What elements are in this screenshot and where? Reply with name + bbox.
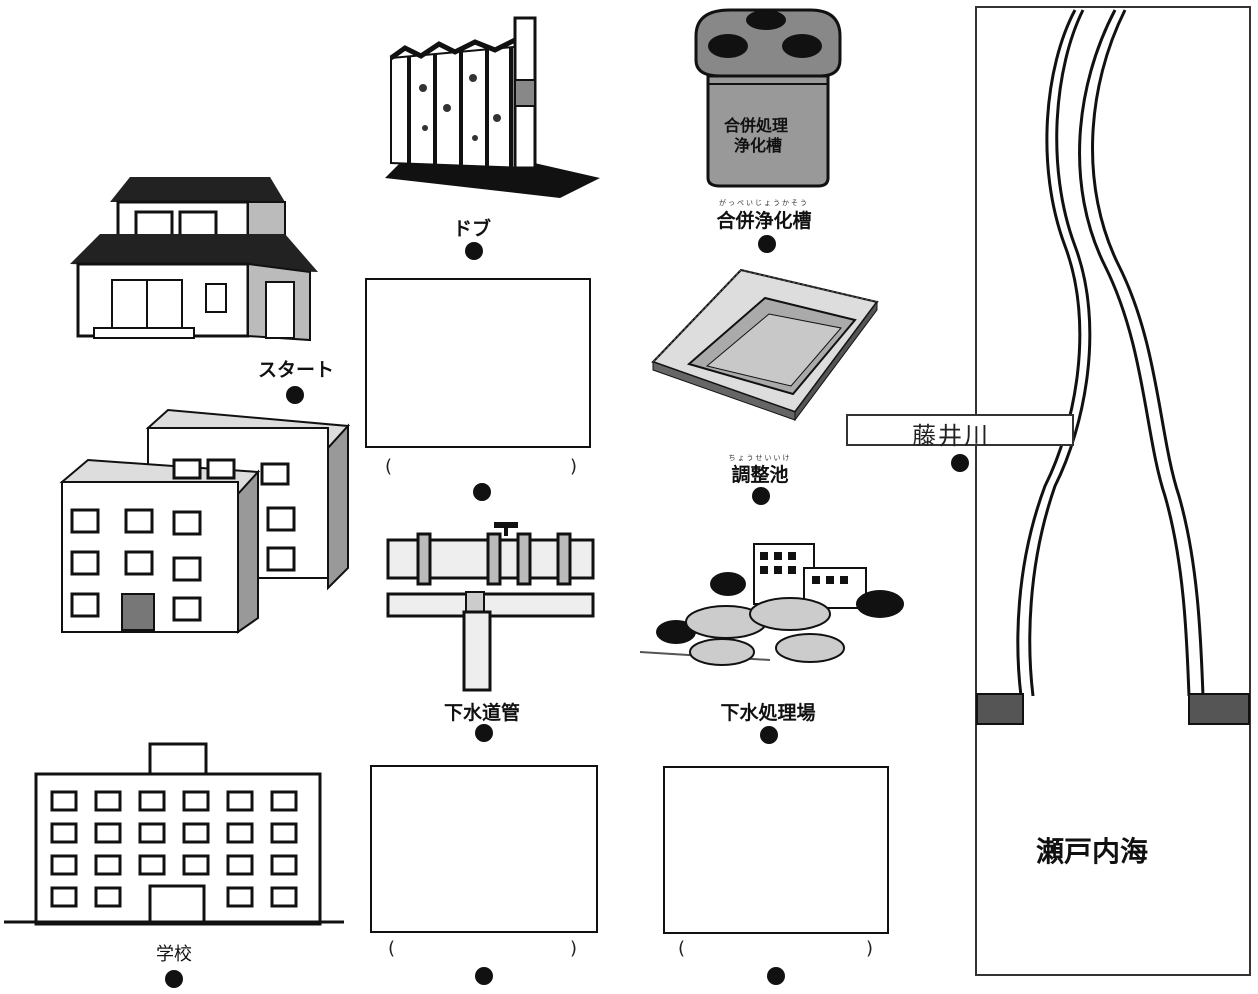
answer-paren-open-1: (: [385, 456, 393, 477]
answer-box-3[interactable]: [663, 766, 889, 934]
river-label-box: [846, 414, 1074, 446]
sea-label: 瀬戸内海: [1036, 835, 1149, 868]
answer-box-1[interactable]: [365, 278, 591, 448]
start-dot[interactable]: [286, 386, 304, 404]
river-icon: [976, 9, 1250, 725]
answer-dot-1[interactable]: [473, 483, 491, 501]
tank-text-2: 浄化槽: [734, 136, 783, 155]
school-label: 学校: [156, 944, 192, 965]
answer-paren-close-2: ): [570, 938, 578, 959]
gesuishori-dot[interactable]: [760, 726, 778, 744]
house-icon: [70, 177, 318, 342]
treatment-plant-icon: [639, 543, 904, 666]
answer-box-2[interactable]: [370, 765, 598, 933]
gesuishori-label: 下水処理場: [720, 702, 816, 724]
school-icon: [4, 742, 344, 926]
dobu-dot[interactable]: [465, 242, 483, 260]
gesuidoukan-dot[interactable]: [475, 724, 493, 742]
gappei-label: 合併浄化槽: [716, 210, 812, 232]
apartment-icon: [59, 408, 351, 634]
chouseichi-ruby: ちょうせいいけ: [728, 454, 792, 462]
ditch-icon: [385, 16, 600, 198]
dobu-label: ドブ: [452, 218, 492, 240]
river-dot[interactable]: [951, 454, 969, 472]
answer-paren-open-3: (: [678, 938, 686, 959]
answer-paren-open-2: (: [388, 938, 396, 959]
start-label: スタート: [257, 359, 335, 381]
tank-text-1: 合併処理: [724, 116, 789, 135]
answer-dot-2[interactable]: [475, 967, 493, 985]
retention-pond-icon: [651, 268, 879, 422]
answer-paren-close-1: ): [570, 456, 578, 477]
chouseichi-dot[interactable]: [752, 487, 770, 505]
answer-dot-3[interactable]: [767, 967, 785, 985]
river-panel: [975, 6, 1251, 976]
gappei-ruby: がっぺいじょうかそう: [719, 199, 809, 207]
gesuidoukan-label: 下水道管: [443, 702, 521, 724]
school-dot[interactable]: [165, 970, 183, 988]
sewer-pipe-icon: [386, 522, 595, 692]
septic-tank-icon: [694, 8, 842, 188]
chouseichi-label: 調整池: [731, 464, 789, 486]
gappei-dot[interactable]: [758, 235, 776, 253]
answer-paren-close-3: ): [866, 938, 874, 959]
river-label: 藤井川: [912, 422, 990, 450]
